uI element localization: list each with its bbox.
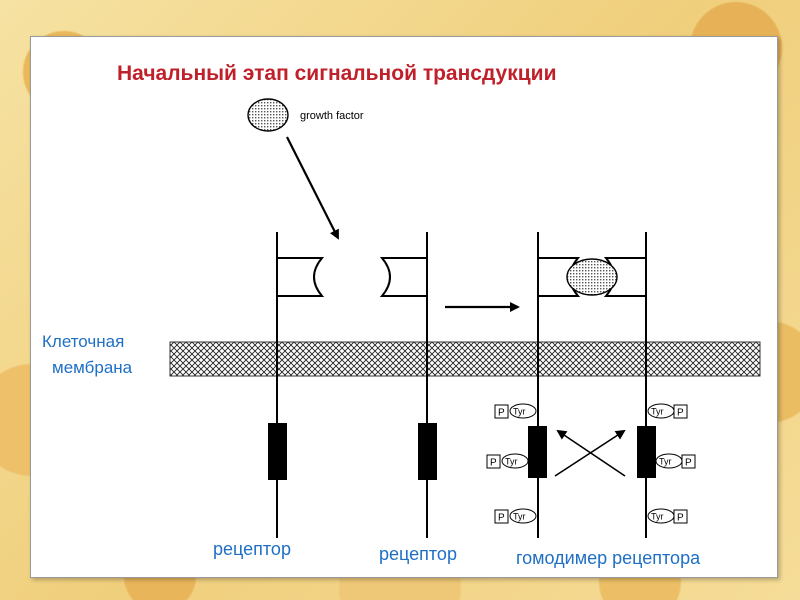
cross-arrow-up-right [554, 429, 626, 477]
svg-text:P: P [490, 458, 497, 469]
svg-text:P: P [677, 513, 684, 524]
receptor-right-label: рецептор [379, 544, 457, 564]
svg-text:Tyr: Tyr [659, 457, 672, 467]
svg-text:Tyr: Tyr [513, 512, 526, 522]
receptor-homodimer [528, 232, 656, 538]
slide-frame [30, 36, 778, 578]
phospho-tag-left-mid: P Tyr [486, 453, 529, 469]
svg-text:Tyr: Tyr [651, 512, 664, 522]
phospho-tag-left-top: P Tyr [494, 403, 537, 419]
membrane-label-line2: мембрана [52, 358, 133, 377]
growth-factor-ligand [247, 98, 289, 132]
growth-factor-label: growth factor [300, 110, 364, 122]
bound-growth-factor [566, 258, 618, 296]
svg-text:Tyr: Tyr [651, 407, 664, 417]
ligand-binding-arrow [286, 136, 339, 240]
svg-text:P: P [498, 513, 505, 524]
phospho-tag-right-bottom: Tyr P [647, 508, 688, 524]
homodimer-label: гомодимер рецептора [516, 548, 701, 568]
membrane-label-line1: Клеточная [42, 332, 124, 351]
svg-text:P: P [685, 458, 692, 469]
svg-text:Tyr: Tyr [513, 407, 526, 417]
phospho-tag-right-mid: Tyr P [655, 453, 696, 469]
cell-membrane [169, 341, 761, 377]
receptor-right [379, 232, 437, 538]
page-title: Начальный этап сигнальной трансдукции [117, 62, 556, 85]
phospho-tag-left-bottom: P Tyr [494, 508, 537, 524]
svg-text:Tyr: Tyr [505, 457, 518, 467]
svg-text:P: P [677, 408, 684, 419]
cross-arrow-up-left [556, 429, 626, 477]
svg-text:P: P [498, 408, 505, 419]
receptor-left [268, 232, 325, 538]
receptor-left-label: рецептор [213, 539, 291, 559]
phospho-tag-right-top: Tyr P [647, 403, 688, 419]
